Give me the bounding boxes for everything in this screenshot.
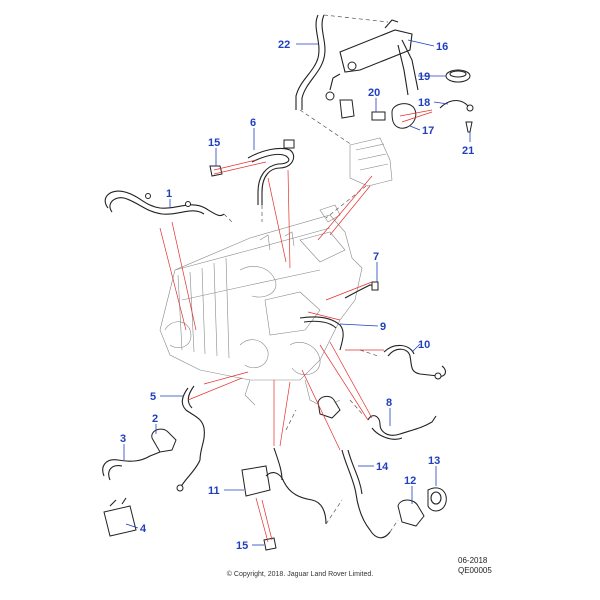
callout-12: 12	[404, 475, 416, 487]
callout-21: 21	[462, 145, 474, 157]
copyright-notice: © Copyright, 2018. Jaguar Land Rover Lim…	[226, 571, 374, 578]
cooler-4	[103, 505, 137, 537]
reference-code: QE00005	[458, 566, 492, 575]
callout-20: 20	[368, 87, 380, 99]
hose-1	[104, 190, 225, 217]
callout-1: 1	[166, 188, 172, 200]
hose-14	[341, 449, 391, 539]
callout-labels: 1 2 3 4 5 6 7 8 9 10 11 12 13 14 15 15 1…	[120, 39, 474, 552]
reference-block: 06-2018 QE00005	[458, 556, 492, 576]
bracket-18	[439, 99, 473, 111]
valve-2	[151, 428, 177, 453]
callout-7: 7	[373, 251, 379, 263]
hose-6	[247, 147, 295, 205]
hose-16	[339, 29, 413, 73]
pump-17	[391, 103, 417, 129]
callout-17: 17	[422, 125, 434, 137]
callout-15-bottom: 15	[236, 540, 248, 552]
red-leaders	[159, 109, 433, 543]
callout-2: 2	[152, 413, 158, 425]
callout-18: 18	[418, 97, 430, 109]
callout-leaders	[123, 39, 471, 546]
callout-9: 9	[380, 321, 386, 333]
callout-11: 11	[208, 485, 220, 497]
hose-8	[367, 415, 437, 436]
clip-15-bottom	[263, 537, 277, 551]
hose-3	[102, 451, 161, 477]
pump-12	[397, 499, 425, 527]
callout-5: 5	[150, 391, 156, 403]
clip-15-top	[209, 165, 223, 177]
callout-22: 22	[278, 39, 290, 51]
callout-8: 8	[386, 397, 392, 409]
clamp-19	[445, 69, 471, 83]
callout-13: 13	[428, 455, 440, 467]
hose-5	[181, 387, 205, 461]
hose-10	[387, 348, 447, 377]
callout-15-top: 15	[208, 137, 220, 149]
callout-6: 6	[250, 117, 256, 129]
callout-10: 10	[418, 339, 430, 351]
callout-4: 4	[140, 523, 147, 535]
bolt-21	[465, 121, 473, 133]
callout-19: 19	[418, 71, 430, 83]
pump-11	[241, 465, 271, 497]
hose-9	[299, 316, 344, 351]
reference-date: 06-2018	[458, 556, 488, 565]
callout-3: 3	[120, 433, 126, 445]
callout-16: 16	[436, 41, 448, 53]
engine-assembly	[159, 204, 363, 409]
hose-22	[295, 14, 320, 110]
callout-14: 14	[376, 461, 389, 473]
